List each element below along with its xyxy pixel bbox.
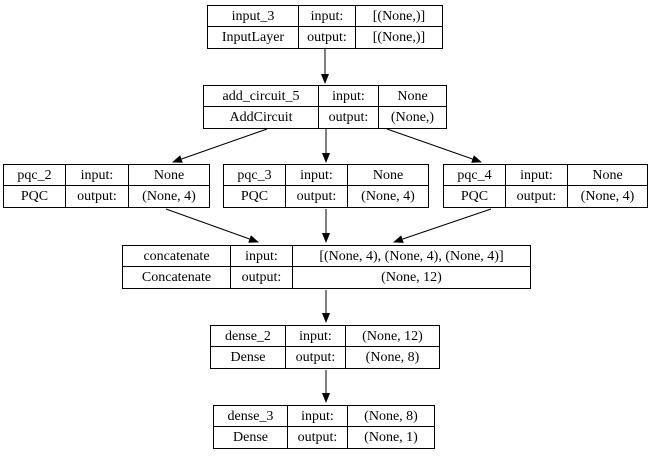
output-shape: (None, 4)	[361, 189, 415, 204]
input-label: input:	[231, 246, 293, 267]
layer-class: Concatenate	[123, 267, 231, 288]
node-pqc-4: pqc_4 input: None PQC output: (None, 4)	[443, 164, 648, 208]
output-label: output:	[286, 186, 348, 207]
layer-class: AddCircuit	[204, 107, 319, 128]
layer-name: pqc_4	[444, 165, 506, 186]
output-shape: (None, 12)	[381, 270, 442, 285]
layer-name: input_3	[208, 6, 299, 27]
output-label: output:	[286, 347, 346, 368]
node-add-circuit-5: add_circuit_5 input: None AddCircuit out…	[203, 85, 447, 129]
node-concatenate: concatenate input: [(None, 4), (None, 4)…	[122, 245, 531, 289]
output-shape: (None, 4)	[142, 189, 196, 204]
node-input-3: input_3 input: [(None,)] InputLayer outp…	[207, 5, 443, 49]
input-label: input:	[66, 165, 129, 186]
input-shape: None	[379, 86, 446, 107]
input-shape: (None, 12)	[346, 326, 439, 347]
output-shape: [(None,)]	[372, 30, 426, 45]
layer-class: PQC	[4, 186, 66, 207]
layer-name: dense_3	[214, 406, 288, 427]
output-label: output:	[506, 186, 568, 207]
input-label: input:	[288, 406, 348, 427]
node-pqc-2: pqc_2 input: None PQC output: (None, 4)	[3, 164, 210, 208]
input-shape: None	[129, 165, 209, 186]
output-shape: (None, 1)	[364, 430, 418, 445]
output-shape: (None,)	[390, 110, 435, 125]
input-label: input:	[506, 165, 568, 186]
layer-class: InputLayer	[208, 27, 299, 48]
node-dense-2: dense_2 input: (None, 12) Dense output: …	[210, 325, 440, 369]
input-label: input:	[286, 165, 348, 186]
input-label: input:	[319, 86, 379, 107]
input-shape: None	[348, 165, 428, 186]
output-label: output:	[66, 186, 129, 207]
layer-name: concatenate	[123, 246, 231, 267]
edge-pqc4-to-concatenate	[393, 208, 492, 243]
input-shape: None	[568, 165, 647, 186]
layer-name: dense_2	[211, 326, 286, 347]
layer-name: add_circuit_5	[204, 86, 319, 107]
output-label: output:	[319, 107, 379, 128]
layer-class: PQC	[224, 186, 286, 207]
input-shape: [(None, 4), (None, 4), (None, 4)]	[293, 246, 530, 267]
input-shape: (None, 8)	[348, 406, 434, 427]
layer-class: PQC	[444, 186, 506, 207]
layer-class: Dense	[211, 347, 286, 368]
node-dense-3: dense_3 input: (None, 8) Dense output: (…	[213, 405, 435, 449]
edge-pqc2-to-concatenate	[165, 208, 259, 243]
edge-addcircuit5-to-pqc4	[386, 128, 482, 163]
output-label: output:	[299, 27, 356, 48]
input-label: input:	[299, 6, 356, 27]
output-label: output:	[288, 427, 348, 448]
output-shape: (None, 8)	[365, 350, 420, 365]
input-shape: [(None,)]	[356, 6, 442, 27]
output-label: output:	[231, 267, 293, 288]
layer-name: pqc_2	[4, 165, 66, 186]
output-shape: (None, 4)	[580, 189, 635, 204]
edge-addcircuit5-to-pqc2	[172, 128, 268, 163]
layer-class: Dense	[214, 427, 288, 448]
node-pqc-3: pqc_3 input: None PQC output: (None, 4)	[223, 164, 429, 208]
input-label: input:	[286, 326, 346, 347]
layer-name: pqc_3	[224, 165, 286, 186]
